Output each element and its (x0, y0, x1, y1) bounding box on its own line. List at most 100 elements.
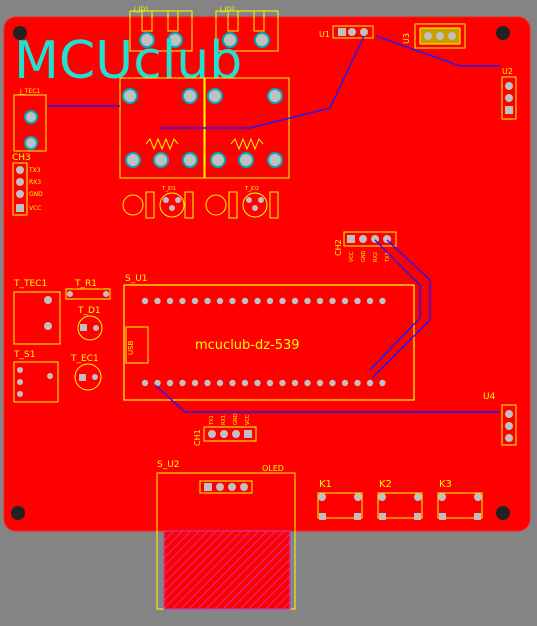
button-k1[interactable]: K1 (317, 479, 363, 520)
ch2-pin-label: GND (361, 250, 367, 262)
terminal-block-j-jd2[interactable]: J_JD2 (215, 6, 279, 52)
oled-module-s-u2[interactable]: S_U2 OLED (156, 460, 296, 610)
mcu-pin-pad (304, 379, 311, 387)
terminal-block-j-jd1[interactable]: J_JD1 (129, 6, 193, 52)
resistor-t-r1[interactable]: T_R1 (65, 279, 111, 300)
ch1-pin-label: RX1 (221, 415, 227, 425)
mcu-pin-pad (304, 297, 311, 305)
connector-j-tec1[interactable]: J_TEC1 (13, 88, 47, 152)
mcu-pin-pad (379, 297, 386, 305)
label-t-s1: T_S1 (13, 350, 35, 360)
relay-2[interactable] (204, 77, 290, 179)
button-k2[interactable]: K2 (377, 479, 423, 520)
ch2-pin-label: RX2 (373, 252, 379, 262)
capacitor-t-ec1[interactable]: T_EC1 (70, 354, 102, 391)
mcu-pin-pad (266, 379, 274, 387)
mcu-pin-pad (229, 379, 236, 387)
transistor-t-jd2[interactable]: T_JD2 (205, 186, 279, 219)
pcb-board (3, 16, 531, 532)
mcu-pin-pad (141, 379, 149, 387)
ch1-pin-label: VCC (245, 414, 251, 425)
transistor-t-jd1[interactable]: T_JD1 (122, 186, 194, 219)
copper-traces (48, 35, 500, 413)
label-ch1: CH1 (193, 429, 202, 446)
mcu-pin-pad (241, 297, 249, 305)
header-u2[interactable]: U2 (501, 67, 517, 120)
mcu-pin-pad (291, 297, 299, 305)
label-ch2: CH2 (334, 239, 343, 256)
ch2-pin-label: TX2 (385, 252, 391, 263)
mcu-pin-pad (354, 379, 361, 387)
label-u1: U1 (319, 30, 330, 39)
component-u3[interactable]: U3 (402, 23, 466, 49)
mcu-pin-pad (154, 297, 161, 305)
mcu-pin-pad (316, 379, 324, 387)
mcu-pin-pad (316, 297, 324, 305)
led-t-d1[interactable]: T_D1 (77, 306, 103, 341)
mcu-pin-pad (366, 379, 374, 387)
ch1-pin-label: TX1 (209, 415, 215, 426)
label-s-u1: S_U1 (125, 274, 148, 284)
mcu-pin-pad (354, 297, 361, 305)
mcu-pin-pad (141, 297, 149, 305)
mcu-pin-pad (179, 297, 186, 305)
ch3-pin-label: RX3 (29, 179, 41, 186)
mcu-pin-pad (341, 297, 349, 305)
mcu-pin-pad (379, 379, 386, 387)
switch-t-s1[interactable]: T_S1 (13, 350, 59, 403)
header-ch1[interactable]: CH1 TX1 RX1 GND VCC (193, 413, 257, 446)
label-k2: K2 (379, 479, 392, 490)
mcu-pin-pad (329, 297, 336, 305)
ch2-pin-label: VCC (349, 251, 355, 262)
mcu-pin-pad (166, 297, 174, 305)
mcu-pin-pad (229, 297, 236, 305)
label-oled: OLED (262, 464, 284, 473)
label-u4: U4 (483, 392, 496, 402)
mcu-pin-pad (329, 379, 336, 387)
mcu-pin-pad (204, 297, 211, 305)
mcu-pin-pad (154, 379, 161, 387)
mcu-pin-pad (241, 379, 249, 387)
label-u3: U3 (402, 33, 411, 44)
label-j-tec1: J_TEC1 (19, 88, 40, 95)
label-t-ec1: T_EC1 (70, 354, 99, 364)
board-logo: MCUclub (14, 31, 242, 91)
mcu-pin-pad (341, 379, 349, 387)
mcu-pin-pad (254, 379, 261, 387)
usb-label: USB (127, 340, 135, 355)
mcu-pin-pad (179, 379, 186, 387)
label-j-jd1: J_JD1 (133, 6, 149, 13)
mcu-module-s-u1[interactable]: S_U1 USB mcuclub-dz-539 (123, 274, 415, 401)
mcu-pin-pad (216, 379, 224, 387)
mcu-bottom-pin-row (141, 379, 386, 387)
header-ch3[interactable]: CH3 TX3 RX3 GND VCC (12, 153, 43, 216)
ch3-pin-label: TX3 (28, 167, 41, 174)
label-t-d1: T_D1 (77, 306, 101, 316)
mcu-center-label: mcuclub-dz-539 (195, 338, 300, 353)
header-ch2[interactable]: CH2 VCC GND RX2 TX2 (334, 231, 397, 263)
label-k3: K3 (439, 479, 452, 490)
mcu-pin-pad (191, 379, 199, 387)
label-t-tec1: T_TEC1 (13, 279, 47, 289)
mcu-pin-pad (291, 379, 299, 387)
ch3-pin-label: VCC (29, 205, 41, 212)
ch1-pin-label: GND (233, 413, 239, 425)
mcu-pin-pad (366, 297, 374, 305)
mcu-pin-pad (166, 379, 174, 387)
label-t-jd1: T_JD1 (161, 186, 176, 192)
button-k3[interactable]: K3 (437, 479, 483, 520)
connector-t-tec1[interactable]: T_TEC1 (13, 279, 61, 345)
mcu-pin-pad (279, 297, 286, 305)
mcu-pin-pad (254, 297, 261, 305)
label-ch3: CH3 (12, 153, 31, 163)
mcu-pin-pad (266, 297, 274, 305)
mcu-pin-pad (279, 379, 286, 387)
mcu-top-pin-row (141, 297, 386, 305)
mcu-pin-pad (204, 379, 211, 387)
header-u1[interactable]: U1 (319, 25, 374, 39)
mounting-holes (11, 26, 510, 520)
header-u4[interactable]: U4 (483, 392, 517, 446)
label-k1: K1 (319, 479, 332, 490)
